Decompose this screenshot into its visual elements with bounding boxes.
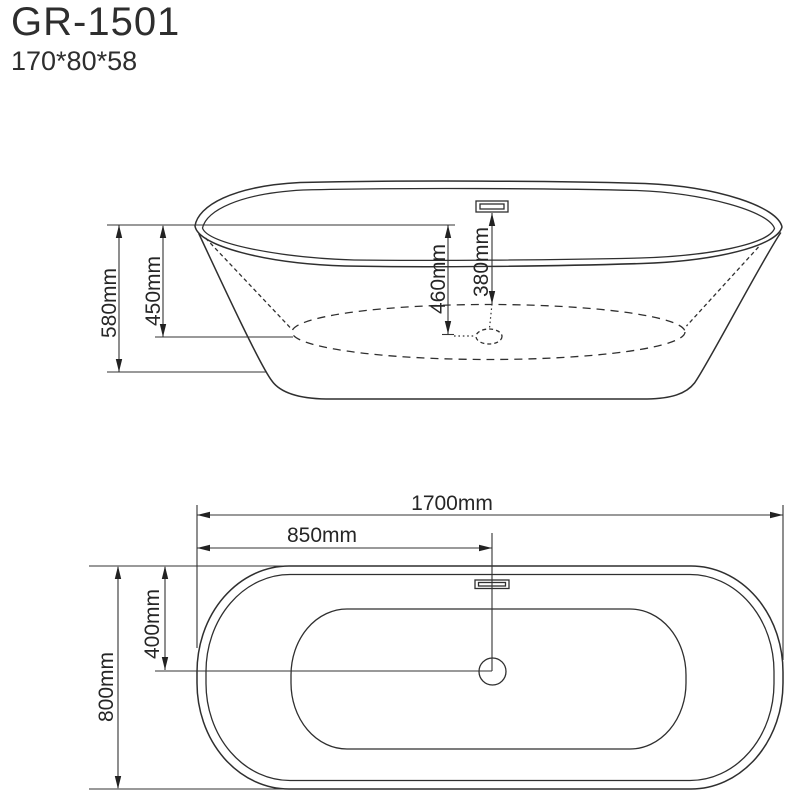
- basin-floor-hidden: [291, 303, 686, 361]
- dim-label-overall-height: 580mm: [98, 268, 121, 338]
- inner-wall-right-hidden: [686, 246, 759, 327]
- dim-label-overall-width: 800mm: [95, 652, 118, 722]
- dim-label-center-from-end: 850mm: [287, 524, 357, 547]
- dim-label-rim-to-floor: 460mm: [427, 244, 450, 314]
- dimension-overall-width: 800mm: [89, 565, 300, 790]
- dim-label-inner-depth: 450mm: [142, 256, 165, 326]
- elevation-view: 580mm 450mm 460mm: [98, 180, 783, 400]
- dimension-center-from-end: 850mm: [197, 524, 493, 671]
- dimension-rim-to-floor: 460mm: [427, 225, 476, 337]
- inner-wall-left-hidden: [205, 237, 292, 330]
- model-size: 170*80*58: [11, 46, 138, 76]
- dim-label-overflow-to-drain: 380mm: [470, 227, 493, 297]
- dimension-overflow-to-drain: 380mm: [470, 213, 496, 329]
- plan-rim-inner: [205, 573, 775, 782]
- dimension-overall-length: 1700mm: [196, 492, 784, 660]
- dim-label-overall-length: 1700mm: [411, 492, 493, 515]
- dimension-overall-height: 580mm: [98, 225, 266, 373]
- drain-hidden: [475, 328, 503, 345]
- plan-basin: [290, 608, 687, 750]
- plan-rim-outer: [196, 565, 784, 790]
- plan-view: 1700mm 850mm 800mm: [89, 492, 784, 790]
- dimension-inner-depth: 450mm: [142, 225, 293, 338]
- rim-outer-edge: [194, 180, 783, 268]
- model-number: GR-1501: [11, 0, 181, 44]
- rim-inner-edge: [201, 187, 776, 262]
- tub-body-outline: [198, 232, 782, 400]
- dimension-center-from-side: 400mm: [141, 566, 492, 672]
- dim-label-center-from-side: 400mm: [141, 589, 164, 659]
- overflow-fitting: [475, 200, 509, 213]
